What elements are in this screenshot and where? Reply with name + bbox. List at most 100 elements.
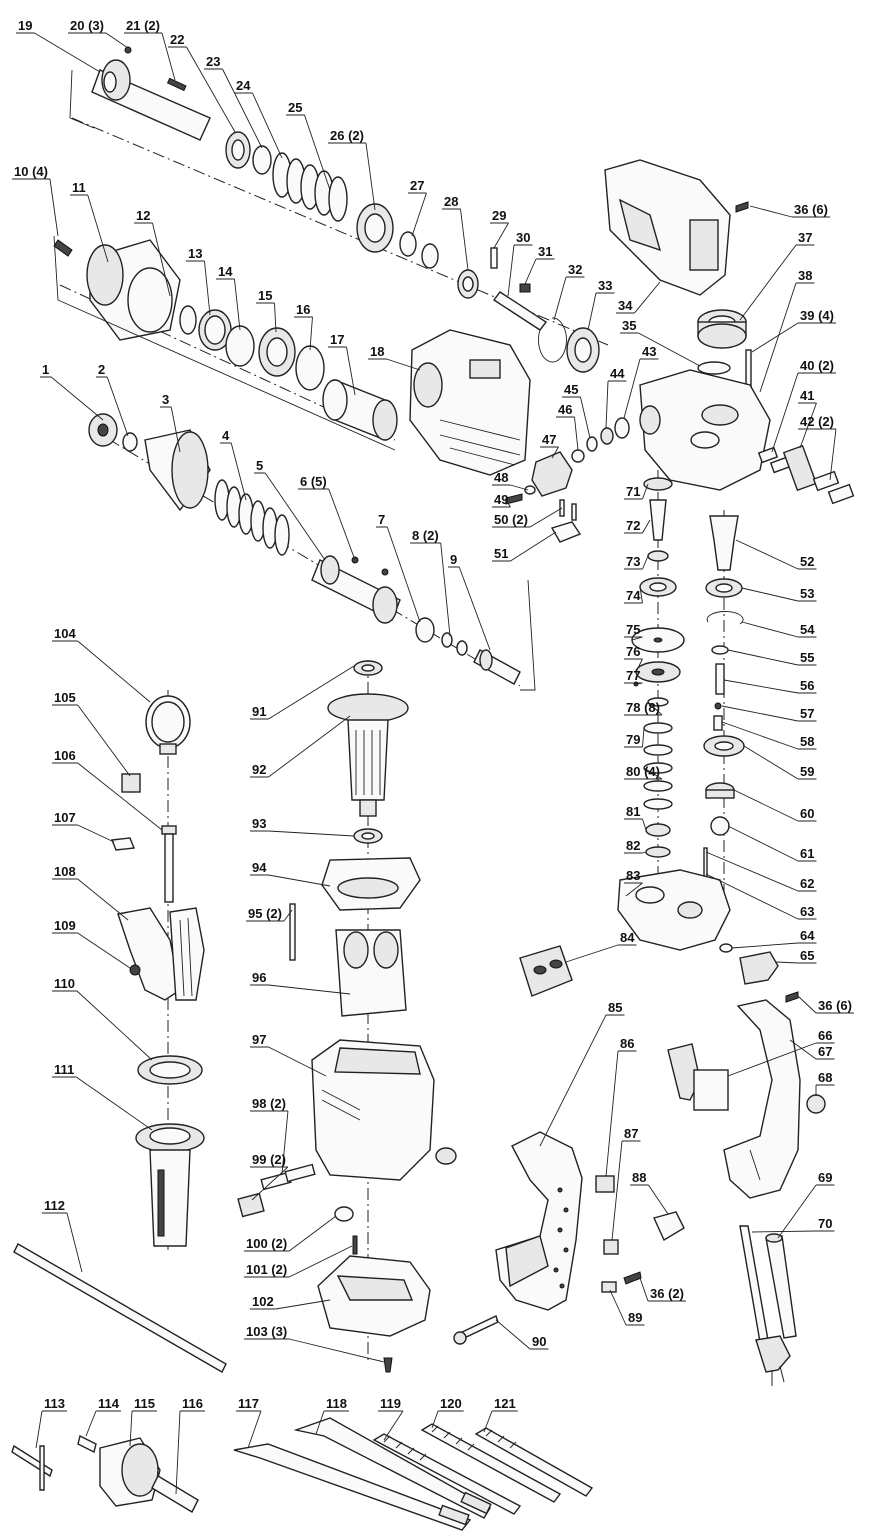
part-83-gear-plate (617, 869, 731, 951)
callout-label: 98 (2) (252, 1096, 286, 1111)
callout-leader (77, 824, 115, 843)
callout-label: 93 (252, 816, 266, 831)
callout-leader (264, 472, 326, 561)
callout-leader (741, 621, 799, 638)
gearbox-assembly (505, 159, 855, 543)
part-74-bearing (639, 577, 677, 597)
callout-label: 8 (2) (412, 528, 439, 543)
callout-80: 80 (4) (624, 764, 663, 780)
callout-42: 42 (2) (798, 414, 837, 481)
callout-label: 83 (626, 868, 640, 883)
part-80c-spring (643, 780, 673, 792)
callout-label: 55 (800, 650, 814, 665)
callout-111: 111 (52, 1062, 153, 1131)
callout-98: 98 (2) (250, 1096, 289, 1175)
callout-leader (234, 278, 241, 331)
callout-leader (643, 767, 663, 780)
callout-78: 78 (8) (624, 700, 663, 716)
part-26-bearing (356, 203, 394, 253)
gear-stack (519, 470, 779, 997)
callout-label: 82 (626, 838, 640, 853)
part-68-cable-clamp (806, 1094, 826, 1114)
part-25-spring (272, 152, 348, 222)
callout-40: 40 (2) (771, 358, 836, 453)
part-101-screw (352, 1235, 358, 1255)
callout-leader (288, 1215, 337, 1252)
part-104-clamp-band (145, 695, 191, 755)
part-107-plate (111, 837, 135, 851)
callout-label: 34 (618, 298, 633, 313)
part-40-springs (757, 446, 791, 474)
callout-4: 4 (220, 428, 247, 501)
part-30-connecting-rod (492, 291, 548, 331)
part-80a-spring (643, 744, 673, 756)
callout-leader (505, 499, 511, 508)
part-84-label (519, 945, 573, 997)
callout-leader (460, 208, 469, 271)
callout-label: 37 (798, 230, 812, 245)
callout-27: 27 (408, 178, 427, 237)
callout-leader (315, 1410, 325, 1435)
callout-leader (529, 507, 563, 528)
callout-12: 12 (134, 208, 171, 297)
callout-leader (328, 488, 356, 561)
callout-label: 80 (4) (626, 764, 660, 779)
callout-leader (105, 32, 129, 49)
part-85-handle-housing (495, 1131, 583, 1311)
bracket-19 (69, 69, 95, 129)
callout-label: 87 (624, 1126, 638, 1141)
callout-116: 116 (175, 1396, 205, 1495)
part-36a-screw (735, 201, 749, 213)
callout-leader (77, 704, 131, 777)
callout-label: 38 (798, 268, 812, 283)
callout-label: 42 (2) (800, 414, 834, 429)
part-115-drill-chuck (99, 1437, 161, 1507)
callout-16: 16 (294, 302, 313, 351)
part-95-screw (289, 903, 296, 961)
callout-leader (152, 222, 171, 297)
callout-leader (565, 944, 619, 963)
callout-leader (77, 762, 163, 831)
callout-leader (87, 194, 109, 263)
part-106-bolt (161, 825, 177, 903)
callout-91: 91 (250, 665, 355, 720)
callout-121: 121 (483, 1396, 518, 1433)
callout-leader (510, 484, 529, 491)
callout-label: 29 (492, 208, 506, 223)
part-6b-ball (381, 568, 389, 576)
callout-leader (483, 1410, 493, 1433)
callout-label: 92 (252, 762, 266, 777)
callout-label: 10 (4) (14, 164, 48, 179)
callout-leader (639, 1277, 649, 1302)
callout-53: 53 (741, 586, 817, 602)
callout-48: 48 (492, 470, 529, 491)
callout-leader (275, 1299, 331, 1310)
callout-label: 32 (568, 262, 582, 277)
part-121-drill-bit (474, 1427, 594, 1497)
callout-label: 62 (800, 876, 814, 891)
callout-21: 21 (2) (124, 18, 176, 81)
part-21-pin (166, 77, 187, 92)
callout-leader (731, 942, 799, 949)
part-31-nut (519, 283, 531, 293)
rear-handle-assembly (453, 201, 826, 1386)
callout-leader (268, 665, 355, 720)
callout-leader (289, 1245, 353, 1278)
callout-label: 68 (818, 1070, 832, 1085)
callout-label: 21 (2) (126, 18, 160, 33)
part-4-spring (214, 479, 290, 556)
callout-76: 76 (624, 644, 643, 673)
callout-leader (77, 932, 131, 969)
callout-leader (129, 1410, 133, 1447)
part-102-end-cap (317, 1255, 431, 1337)
callout-63: 63 (705, 873, 817, 920)
callout-label: 15 (258, 288, 272, 303)
part-14-washer (225, 325, 255, 367)
callout-label: 7 (378, 512, 385, 527)
part-86-block (595, 1175, 615, 1193)
part-7-oring (415, 617, 435, 643)
callout-label: 95 (2) (248, 906, 282, 921)
callout-label: 22 (170, 32, 184, 47)
callout-leader (304, 114, 331, 191)
callout-8: 8 (2) (410, 528, 451, 637)
